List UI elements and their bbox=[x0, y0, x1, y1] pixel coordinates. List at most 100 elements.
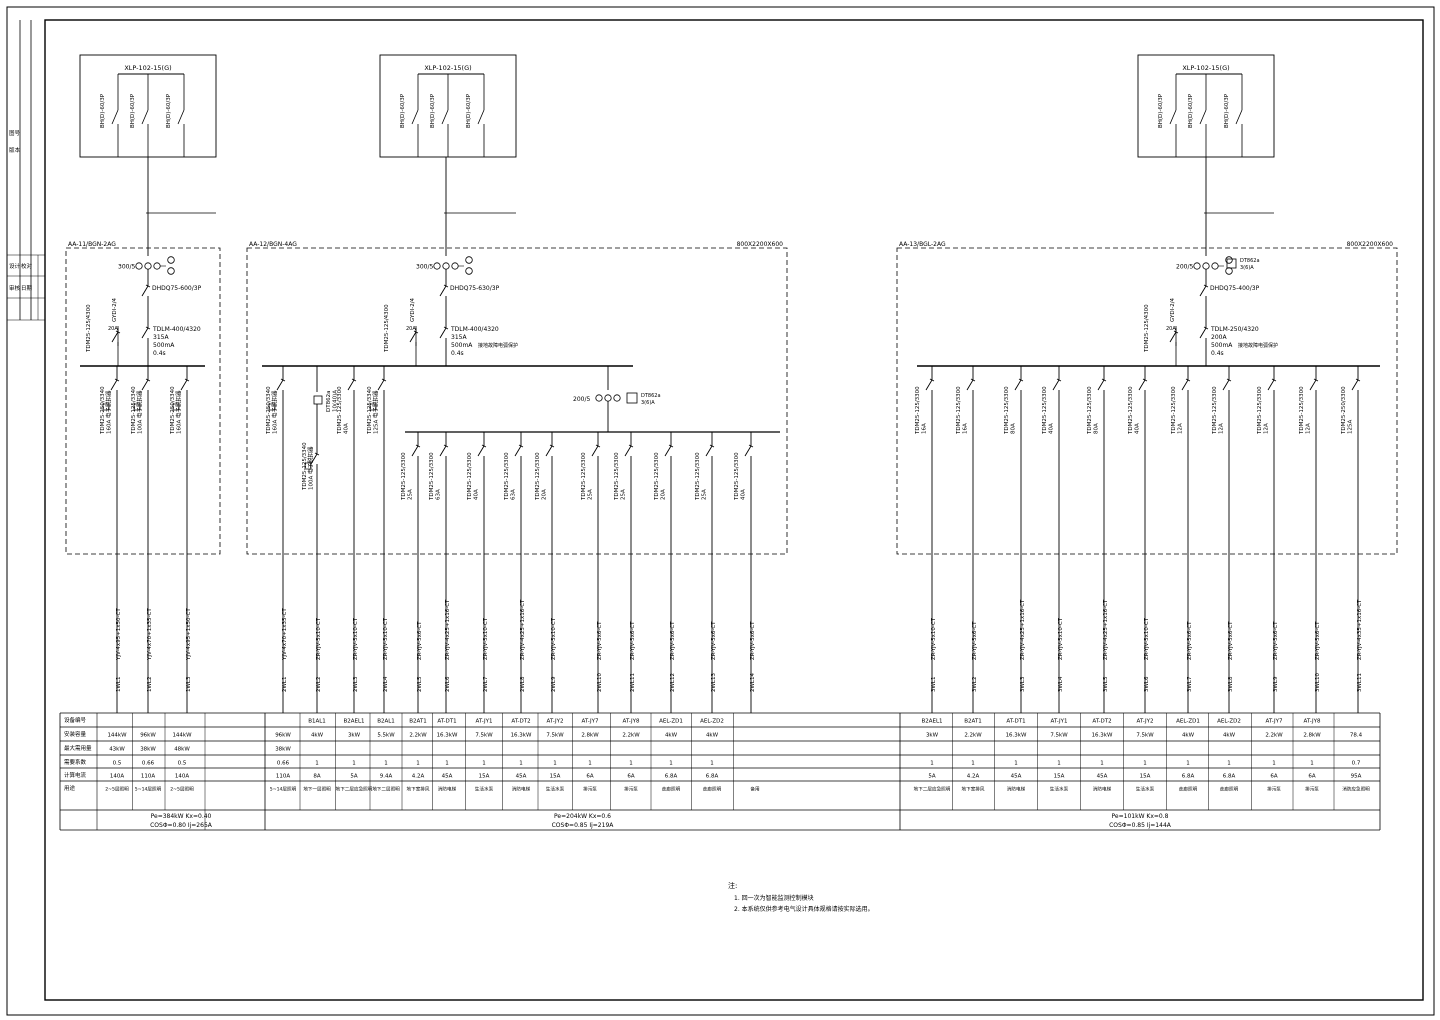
main-breaker-detail: 315A bbox=[451, 334, 467, 341]
feeder-breaker-label-group: TDM25-125/330080A bbox=[1087, 386, 1100, 435]
breaker-mark bbox=[280, 378, 286, 382]
table-cell: AT-DT1 bbox=[1006, 719, 1025, 725]
calc-summary: Pe=384kW Kx=0.40 bbox=[151, 813, 212, 820]
breaker-mark bbox=[549, 444, 555, 448]
cable-spec-line: ZR-YJV-5x6-CT bbox=[972, 621, 978, 660]
circuit-id-group: 2WL4 bbox=[383, 676, 389, 692]
table-cell: 地下一层照明 bbox=[303, 786, 331, 793]
circuit-id: 2WL1 bbox=[282, 676, 288, 692]
circuit-id-group: 2WL11 bbox=[630, 673, 636, 692]
circuit-id: 2WL5 bbox=[417, 676, 423, 692]
cable-spec: ZR-YJV-4x25+1x16-CT bbox=[520, 599, 526, 660]
feeder-breaker-label-group: TDM25-250/3340160A 电子脱扣器 bbox=[100, 386, 113, 435]
table-cell: 1 bbox=[930, 761, 934, 767]
ct-ratio: 300/5 bbox=[118, 264, 135, 271]
breaker-mark bbox=[351, 378, 357, 382]
table-cell: AT-DT1 bbox=[437, 719, 456, 725]
spd-breaker-label: TDM25-125/4300 bbox=[384, 304, 390, 353]
table-cell: 2.8kW bbox=[581, 733, 599, 739]
circuit-id-line: 2WL14 bbox=[750, 672, 756, 692]
table-cell: 110A bbox=[141, 774, 155, 780]
feeder-breaker-label-line: 12A bbox=[1178, 423, 1184, 434]
table-cell: 2.8kW bbox=[1303, 733, 1321, 739]
circuit-id-line: 2WL8 bbox=[520, 676, 526, 692]
table-cell: 备用 bbox=[750, 786, 760, 793]
ct-circle bbox=[433, 262, 441, 270]
spd-breaker-label-group: TDM25-125/4300 bbox=[86, 304, 92, 353]
cable-spec-line: ZR-YJV-4x35+1x16-CT bbox=[1357, 599, 1363, 660]
cable-spec-group: ZR-YJV-5x10-CT bbox=[1058, 617, 1064, 660]
cable-spec-group: ZR-YJV-5x6-CT bbox=[750, 621, 756, 660]
main-breaker-detail: 500mA bbox=[1211, 342, 1233, 349]
feeder-breaker-label-line: TDM25-250/3340 bbox=[266, 386, 272, 435]
table-cell: 95A bbox=[1351, 774, 1362, 780]
breaker-mark bbox=[518, 444, 524, 448]
cable-spec-group: ZR-YJV-5x10-CT bbox=[1144, 617, 1150, 660]
table-cell: 38kW bbox=[140, 747, 156, 753]
feeder-breaker-label-line: 125A 电子脱扣器 bbox=[372, 390, 380, 434]
circuit-id: 3WL10 bbox=[1315, 672, 1321, 692]
breaker-contact bbox=[514, 445, 522, 457]
circuit-id-group: 3WL4 bbox=[1058, 676, 1064, 692]
breaker-contact bbox=[439, 285, 447, 297]
breaker-mark bbox=[1355, 378, 1361, 382]
feeder-breaker-label-group: TDM25-125/3340100A 电子脱扣器 bbox=[302, 442, 315, 491]
breaker-mark bbox=[443, 444, 449, 448]
cable-spec-line: ZR-YJV-5x6-CT bbox=[750, 621, 756, 660]
feeder-breaker-label-group: TDM25-125/330012A bbox=[1212, 386, 1225, 435]
table-cell: 5A bbox=[350, 774, 357, 780]
spd-label: GYDI-2/4 bbox=[1170, 297, 1176, 322]
cable-spec-line: ZR-YJV-4x25+1x16-CT bbox=[445, 599, 451, 660]
cable-spec: ZR-YJV-5x6-CT bbox=[670, 621, 676, 660]
title-block-label: 设计 bbox=[9, 262, 21, 270]
cable-spec: ZR-YJV-5x10-CT bbox=[551, 617, 557, 660]
feeder-breaker-label-line: TDM25-125/3300 bbox=[956, 386, 962, 435]
circuit-id-line: 2WL2 bbox=[316, 676, 322, 692]
circuit-id-group: 3WL10 bbox=[1315, 672, 1321, 692]
table-cell: 地下二层应急照明 bbox=[914, 786, 951, 793]
circuit-id: 3WL11 bbox=[1357, 673, 1363, 692]
feeder-breaker-label-line: 125A bbox=[1348, 420, 1354, 434]
table-cell: 消防电梯 bbox=[1093, 786, 1112, 793]
cable-spec-line: ZR-YJV-5x6-CT bbox=[1273, 621, 1279, 660]
breaker-contact bbox=[377, 379, 385, 391]
breaker-mark bbox=[628, 444, 634, 448]
feeder-breaker-label-line: 40A bbox=[1049, 423, 1055, 434]
table-cell: 15A bbox=[1054, 774, 1065, 780]
table-cell: 16.3kW bbox=[1092, 733, 1113, 739]
circuit-id: 2WL2 bbox=[316, 676, 322, 692]
monitor-module-icon bbox=[102, 403, 110, 411]
cable-spec-line: ZR-YJV-5x10-CT bbox=[931, 617, 937, 660]
table-cell: 6A bbox=[586, 774, 593, 780]
table-cell: AT-JY7 bbox=[582, 719, 599, 725]
breaker-contact bbox=[705, 445, 713, 457]
table-cell: 1 bbox=[384, 761, 388, 767]
circuit-id-group: 2WL3 bbox=[353, 676, 359, 692]
feeder-breaker-label-line: TDM25-250/3340 bbox=[100, 386, 106, 435]
breaker-contact bbox=[409, 331, 417, 343]
main-switch-label: DHDQ75-400/3P bbox=[1210, 285, 1260, 292]
cable-spec-line: YJV-4x70+1x35-CT bbox=[147, 608, 153, 661]
circuit-id: 2WL6 bbox=[445, 676, 451, 692]
cable-spec: ZR-YJV-5x6-CT bbox=[630, 621, 636, 660]
table-cell: 16.3kW bbox=[1006, 733, 1027, 739]
panel-breaker-label-line: BH(D)-60/3P bbox=[166, 93, 172, 128]
table-cell: 0.66 bbox=[142, 761, 155, 767]
panel-breaker-label: BH(D)-60/3P bbox=[1224, 93, 1230, 128]
circuit-id-line: 2WL4 bbox=[383, 676, 389, 692]
table-cell: 1 bbox=[416, 761, 420, 767]
table-cell: 8A bbox=[313, 774, 320, 780]
table-cell: AT-DT2 bbox=[1092, 719, 1111, 725]
table-cell: AEL-ZD1 bbox=[1176, 719, 1200, 725]
cabinet-outline bbox=[896, 247, 1398, 555]
cable-spec-group: ZR-YJV-4x25+1x16-CT bbox=[1020, 599, 1026, 660]
breaker-contact bbox=[110, 379, 118, 391]
main-breaker-detail: 500mA bbox=[153, 342, 175, 349]
monitor-module-icon bbox=[369, 403, 377, 411]
table-cell: 5~14层照明 bbox=[135, 787, 162, 793]
meter-label-line: 10(40)A bbox=[333, 390, 339, 412]
breaker-mark bbox=[970, 378, 976, 382]
cable-spec: ZR-YJV-5x6-CT bbox=[597, 621, 603, 660]
spd-rating: 20A bbox=[108, 326, 118, 332]
table-cell: 走廊照明 bbox=[703, 786, 722, 793]
